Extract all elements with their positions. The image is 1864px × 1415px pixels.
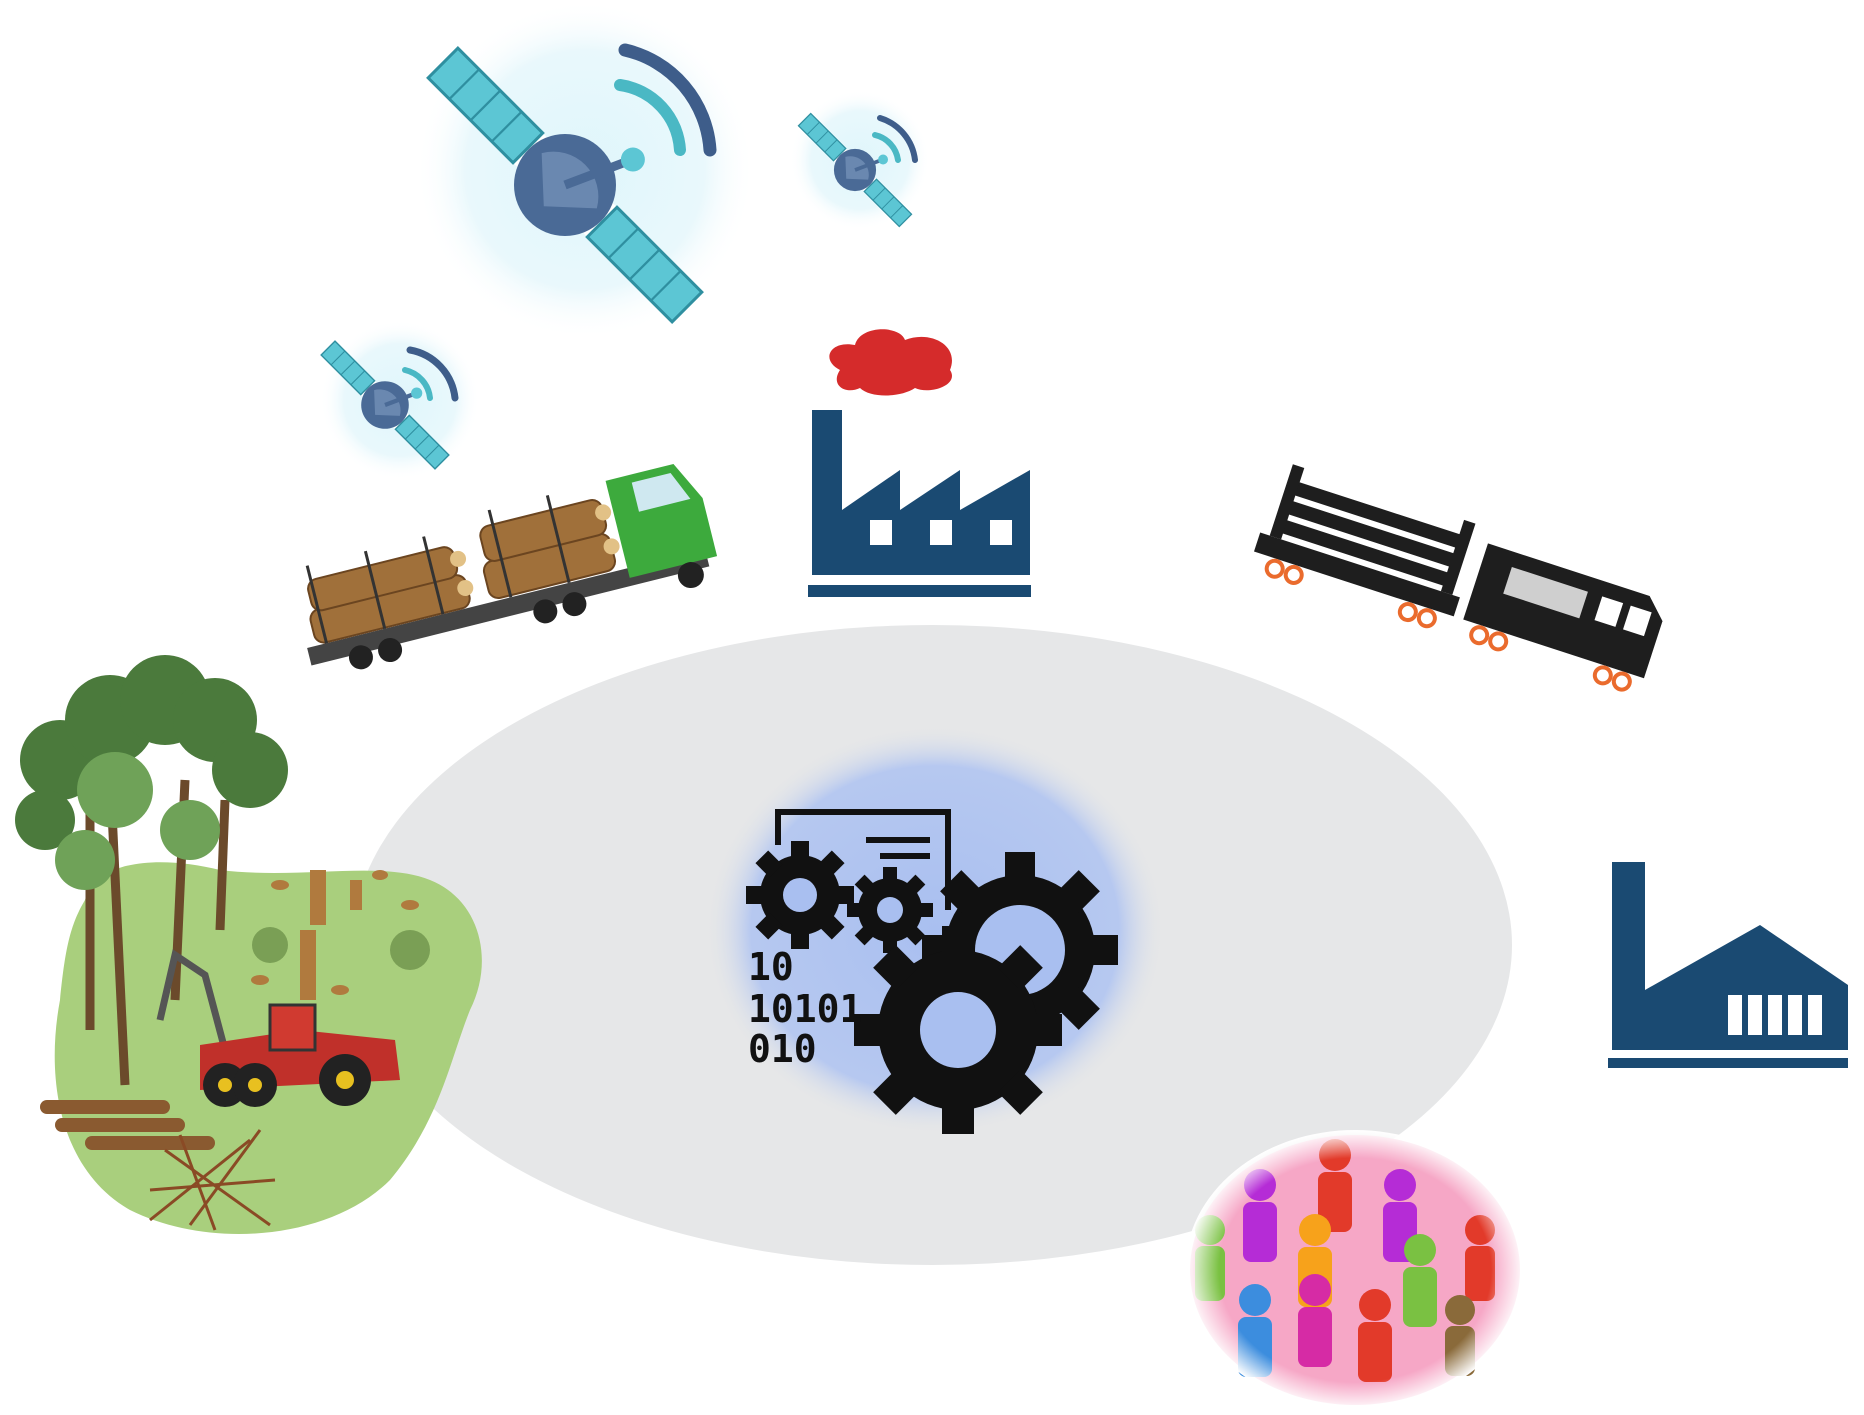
binary-line-3: 010 — [748, 1027, 817, 1071]
binary-line-1: 10 — [748, 945, 794, 989]
warehouse-icon — [1608, 862, 1848, 1068]
factory-icon — [808, 329, 1031, 597]
satellite-large — [407, 0, 755, 343]
logging-truck-icon — [305, 463, 718, 670]
satellite-small-left — [311, 320, 480, 480]
forest-harvester-icon — [15, 655, 482, 1234]
satellite-small-right — [787, 90, 931, 238]
people-icon — [1185, 1130, 1525, 1410]
binary-line-2: 10101 — [748, 987, 862, 1031]
train-icon — [1254, 464, 1663, 692]
